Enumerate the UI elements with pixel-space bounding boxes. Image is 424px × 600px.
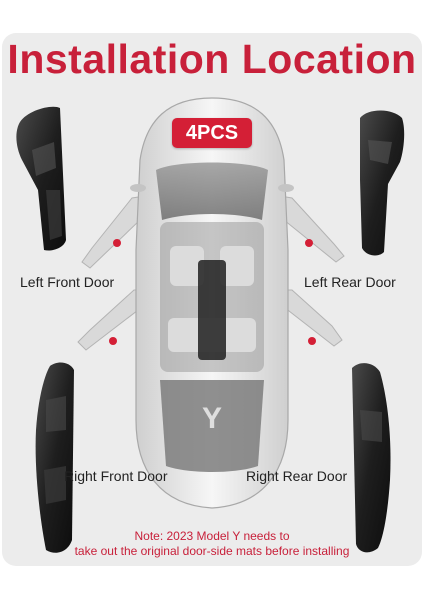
mat-left-front <box>16 106 66 251</box>
note-line-1: Note: 2023 Model Y needs to <box>134 529 290 543</box>
left-front-marker <box>113 239 121 247</box>
quantity-badge: 4PCS <box>172 118 252 148</box>
right-front-door <box>279 195 345 263</box>
label-left-rear-door: Left Rear Door <box>304 274 396 290</box>
note-line-2: take out the original door-side mats bef… <box>74 544 350 558</box>
car-top-view <box>77 97 345 509</box>
page-title: Installation Location <box>7 36 417 82</box>
label-right-rear-door: Right Rear Door <box>246 468 348 484</box>
car-logo-letter: Y <box>202 402 222 435</box>
label-left-front-door: Left Front Door <box>20 274 115 290</box>
right-front-marker <box>109 337 117 345</box>
mat-right-rear <box>352 363 391 553</box>
right-rear-marker <box>308 337 316 345</box>
mat-right-front <box>35 362 74 553</box>
installation-note: Note: 2023 Model Y needs to take out the… <box>0 529 424 559</box>
left-rear-marker <box>305 239 313 247</box>
label-right-front-door: Right Front Door <box>64 468 168 484</box>
mat-left-rear <box>360 110 405 256</box>
